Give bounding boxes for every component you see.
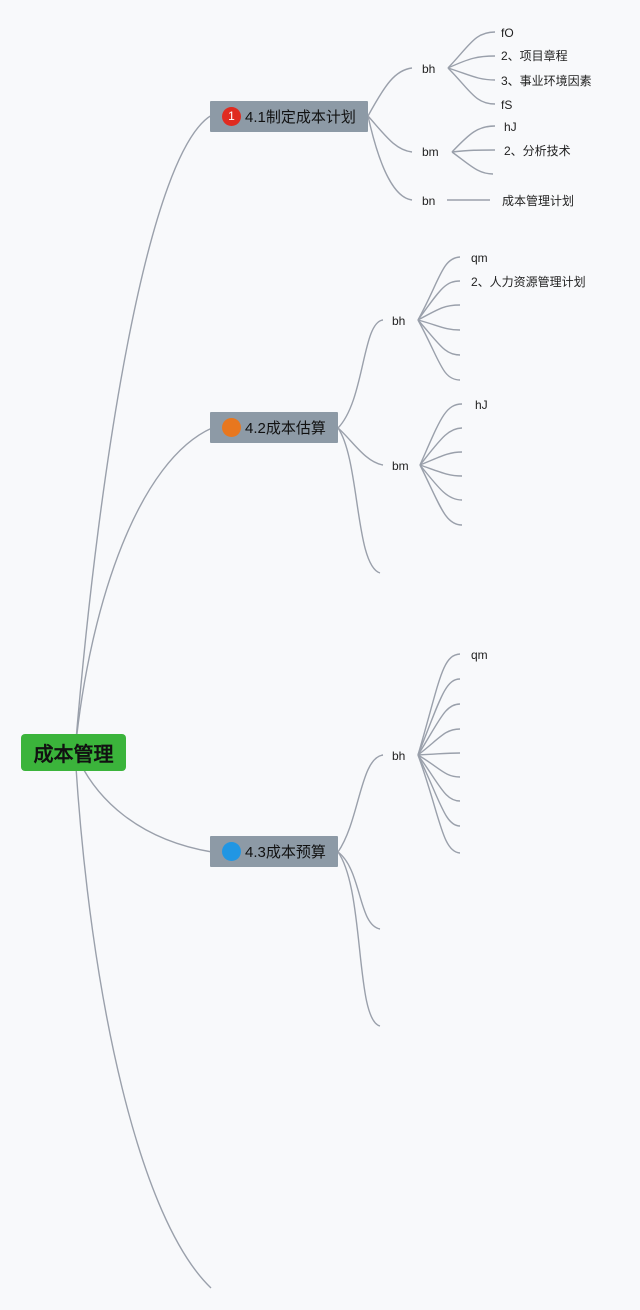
- leaf-label[interactable]: qm: [471, 648, 488, 662]
- connector-t2-bm-1: [419, 403, 463, 466]
- connector-t1-bm-3: [451, 151, 494, 175]
- connector-t2-bm: [337, 427, 384, 466]
- connector-t3-bh-6: [417, 754, 461, 778]
- leaf-label[interactable]: 3、事业环境因素: [501, 74, 592, 88]
- connector-t3-bh-9: [417, 754, 461, 854]
- connector-t1-bh: [367, 67, 413, 117]
- connector-t1-bh-4: [447, 67, 496, 105]
- subtopic-label[interactable]: bh: [422, 62, 436, 76]
- connector-t2-bh-5: [417, 319, 461, 356]
- connector-t2-bh-1: [417, 256, 461, 321]
- connector-t2-bm-2: [419, 427, 463, 466]
- connector-t3-bh-7: [417, 754, 461, 802]
- topic-node-cost-estimate[interactable]: 4.2成本估算: [210, 412, 338, 443]
- connector-t1-bn: [367, 115, 413, 201]
- topic-label: 4.1制定成本计划: [245, 109, 356, 126]
- connector-t1-bm: [367, 115, 413, 153]
- connector-t1-bh-2: [447, 55, 496, 69]
- connector-t2-bm-4: [419, 464, 463, 477]
- connector-t2-bm-6: [419, 464, 463, 526]
- connector-t3-empty-1: [337, 851, 381, 930]
- connector-t2-bh: [337, 319, 384, 429]
- connector-root-topic1: [74, 114, 213, 753]
- leaf-label[interactable]: hJ: [475, 398, 488, 412]
- leaf-label[interactable]: fS: [501, 98, 513, 112]
- root-label: 成本管理: [33, 744, 114, 766]
- connector-t3-empty-2: [337, 851, 381, 1027]
- leaf-label[interactable]: fO: [501, 26, 514, 40]
- leaf-label[interactable]: qm: [471, 251, 488, 265]
- connector-t1-bh-3: [447, 67, 496, 81]
- leaf-label[interactable]: hJ: [504, 120, 517, 134]
- connector-t2-empty: [337, 427, 381, 574]
- connector-root-empty: [74, 751, 212, 1289]
- topic-label: 4.3成本预算: [245, 844, 326, 861]
- connector-t2-bh-4: [417, 319, 461, 331]
- mindmap-connectors: [74, 31, 496, 1289]
- priority-3-icon: [222, 842, 241, 861]
- priority-1-icon: 1: [222, 107, 241, 126]
- root-node[interactable]: 成本管理: [21, 734, 126, 771]
- connector-t1-bm-1: [451, 125, 496, 153]
- connector-t3-bh-8: [417, 754, 461, 827]
- connector-t3-bh-4: [417, 728, 461, 756]
- leaf-label[interactable]: 2、人力资源管理计划: [471, 275, 586, 289]
- connector-t3-bh-1: [417, 653, 461, 756]
- connector-t1-bm-2: [451, 149, 496, 153]
- leaf-label[interactable]: 2、分析技术: [504, 144, 571, 158]
- topic-node-cost-plan[interactable]: 1 4.1制定成本计划: [210, 101, 368, 132]
- connector-t3-bh-3: [417, 703, 461, 756]
- subtopic-label[interactable]: bh: [392, 314, 406, 328]
- connector-t3-bh-5: [417, 752, 461, 756]
- priority-2-icon: [222, 418, 241, 437]
- leaf-label[interactable]: 成本管理计划: [502, 194, 575, 208]
- leaf-label[interactable]: 2、项目章程: [501, 49, 568, 63]
- subtopic-label[interactable]: bn: [422, 194, 436, 208]
- connector-root-topic2: [74, 427, 213, 753]
- connector-t2-bh-6: [417, 319, 461, 381]
- connector-t2-bh-2: [417, 280, 461, 321]
- subtopic-label[interactable]: bm: [392, 459, 409, 473]
- connector-t3-bh-2: [417, 678, 461, 756]
- topic-node-cost-budget[interactable]: 4.3成本预算: [210, 836, 338, 867]
- topic-label: 4.2成本估算: [245, 420, 326, 437]
- connector-t2-bh-3: [417, 304, 461, 321]
- subtopic-label[interactable]: bm: [422, 145, 439, 159]
- connector-t2-bm-3: [419, 451, 463, 466]
- connector-t3-bh: [337, 754, 384, 853]
- subtopic-label[interactable]: bh: [392, 749, 406, 763]
- connector-t2-bm-5: [419, 464, 463, 501]
- connector-t1-bh-1: [447, 31, 496, 69]
